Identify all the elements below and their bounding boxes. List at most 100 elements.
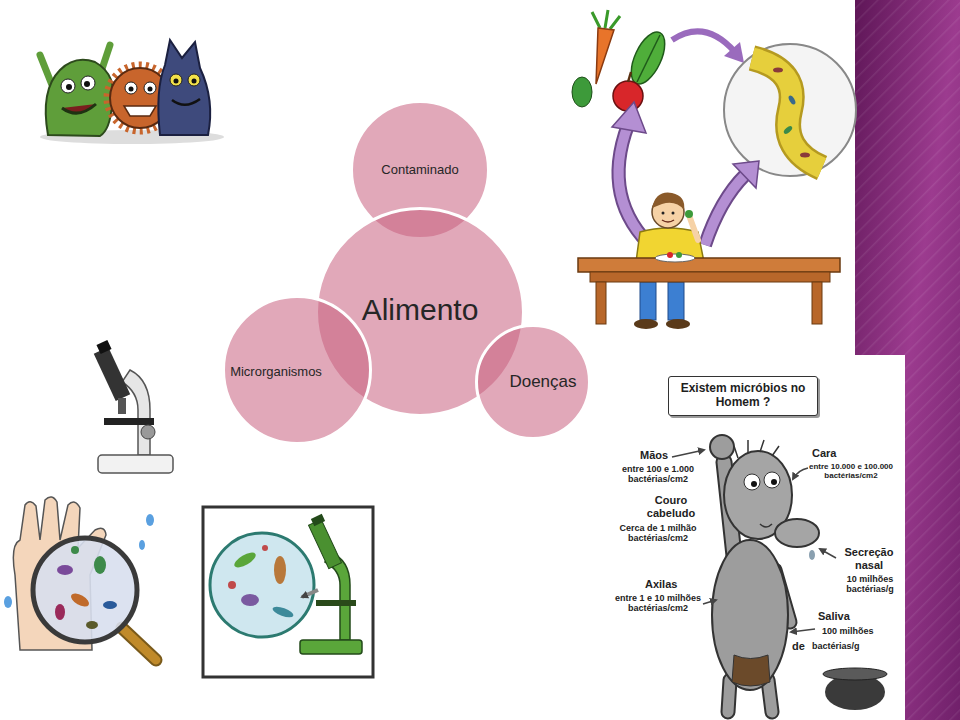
microscope-box-illustration-part bbox=[241, 594, 259, 606]
food-digestion-illustration-part bbox=[705, 175, 745, 245]
monsters-illustration-part bbox=[172, 99, 200, 105]
microscope-illustration-part bbox=[104, 418, 154, 425]
food-digestion-illustration-part bbox=[752, 58, 822, 168]
hand-magnifier-illustration-part bbox=[94, 556, 106, 574]
monsters-illustration-part bbox=[125, 82, 137, 94]
microscope-box-illustration-part bbox=[271, 604, 294, 619]
microscope-box-illustration-part bbox=[210, 533, 314, 637]
food-digestion-illustration-part bbox=[676, 252, 682, 258]
annotation-label: bactérias/g bbox=[812, 641, 860, 651]
microbes-on-human-panel-part bbox=[823, 668, 887, 680]
annotation-label: Axilas bbox=[645, 578, 677, 591]
annotation-label: Secreção nasal bbox=[838, 546, 900, 571]
food-digestion-illustration-part bbox=[773, 68, 783, 73]
annotation-label: 10 milhões bactérias/g bbox=[840, 574, 900, 595]
food-digestion-illustration-part bbox=[705, 175, 745, 245]
microscope-illustration bbox=[94, 340, 173, 473]
microbes-on-human-panel-part bbox=[600, 355, 905, 720]
annotation-label: Cerca de 1 milhão bactérias/cm2 bbox=[612, 523, 704, 544]
hand-magnifier-illustration bbox=[4, 497, 156, 660]
food-digestion-illustration-part bbox=[592, 10, 620, 29]
node-text: Existem micróbios no Homem ? bbox=[677, 382, 809, 410]
food-digestion-illustration-part bbox=[572, 77, 592, 107]
food-digestion-illustration-part bbox=[624, 27, 671, 89]
food-digestion-illustration-part bbox=[637, 35, 660, 82]
question-box: Existem micróbios no Homem ? bbox=[668, 376, 818, 416]
microscope-box-illustration-part bbox=[302, 590, 318, 597]
microbes-on-human-panel-part bbox=[791, 629, 815, 632]
food-digestion-illustration-part bbox=[662, 212, 665, 215]
annotation-label: entre 10.000 e 100.000 bactérias/cm2 bbox=[800, 462, 902, 480]
monsters-illustration-part bbox=[129, 87, 134, 92]
food-digestion-illustration-part bbox=[667, 252, 673, 258]
monsters-illustration-part bbox=[61, 79, 75, 93]
microbes-on-human-panel-part bbox=[712, 540, 788, 690]
circle-shape bbox=[224, 297, 371, 444]
food-digestion-illustration-part bbox=[655, 254, 695, 262]
microscope-illustration-part bbox=[98, 455, 173, 473]
food-digestion-illustration-part bbox=[800, 153, 810, 158]
microscope-box-illustration bbox=[203, 507, 373, 677]
food-digestion-illustration-part bbox=[724, 42, 744, 63]
hand-magnifier-illustration-part bbox=[57, 565, 73, 575]
microscope-illustration-part bbox=[118, 398, 126, 414]
monsters-illustration-part bbox=[192, 79, 197, 84]
hand-magnifier-illustration-part bbox=[103, 601, 117, 609]
microscope-box-illustration-part bbox=[274, 556, 286, 584]
microbes-on-human-panel-part bbox=[732, 655, 770, 686]
microscope-box-illustration-part bbox=[203, 507, 373, 677]
concept-circle: Doenças bbox=[475, 324, 591, 440]
food-digestion-illustration-part bbox=[783, 125, 794, 135]
node-text: Microrganismos bbox=[230, 365, 322, 380]
node-text: Doenças bbox=[509, 372, 576, 392]
food-digestion-illustration-part bbox=[613, 81, 643, 111]
monsters-illustration-part bbox=[144, 82, 156, 94]
food-digestion-illustration-part bbox=[752, 58, 822, 168]
microbes-on-human-panel-part bbox=[760, 524, 772, 527]
node-text: Alimento bbox=[362, 293, 479, 328]
microbes-on-human-panel-part bbox=[809, 550, 815, 560]
annotation-label: Cara bbox=[812, 447, 836, 460]
monsters-illustration-part bbox=[148, 87, 153, 92]
annotation-label: entre 100 e 1.000 bactérias/cm2 bbox=[612, 464, 704, 485]
monsters-illustration-part bbox=[66, 84, 72, 90]
microscope-illustration-part bbox=[96, 340, 111, 354]
annotation-label: Mãos bbox=[640, 449, 668, 462]
monsters-illustration-part bbox=[158, 40, 210, 135]
hand-magnifier-illustration-part bbox=[139, 540, 145, 550]
food-digestion-illustration-part bbox=[685, 210, 693, 218]
annotation-label: Couro cabeludo bbox=[640, 494, 702, 519]
microbes-on-human-panel-part bbox=[734, 440, 779, 458]
annotation-label: de bbox=[792, 640, 805, 653]
microbes-on-human-panel-part bbox=[672, 450, 704, 457]
food-digestion-illustration-part bbox=[672, 31, 735, 52]
circle-shape bbox=[477, 326, 590, 439]
monsters-illustration-part bbox=[81, 76, 95, 90]
microscope-box-illustration-part bbox=[232, 550, 258, 571]
hand-magnifier-illustration-part bbox=[33, 538, 137, 642]
microbes-on-human-panel-part bbox=[775, 519, 819, 547]
food-digestion-illustration-part bbox=[662, 220, 674, 222]
microscope-illustration-part bbox=[94, 347, 130, 401]
hand-magnifier-illustration-part bbox=[146, 514, 154, 526]
microscope-box-illustration-part bbox=[262, 545, 268, 551]
microscope-box-illustration-part bbox=[311, 514, 325, 526]
food-digestion-illustration-part bbox=[724, 44, 856, 176]
hand-magnifier-illustration-part bbox=[69, 591, 91, 610]
microbes-on-human-panel-part bbox=[744, 474, 760, 490]
food-digestion-illustration-part bbox=[668, 282, 684, 320]
food-digestion-illustration-part bbox=[690, 218, 698, 240]
food-digestion-illustration-part bbox=[578, 258, 840, 272]
concept-circle: Microrganismos bbox=[222, 295, 372, 445]
microbes-on-human-panel-part bbox=[771, 479, 777, 485]
food-digestion-illustration-part bbox=[596, 28, 614, 84]
microscope-illustration-part bbox=[122, 370, 150, 455]
monsters-illustration-part bbox=[170, 74, 182, 86]
food-digestion-illustration-part bbox=[590, 272, 830, 282]
annotation-label: entre 1 e 10 milhões bactérias/cm2 bbox=[608, 593, 708, 614]
microscope-illustration-part bbox=[141, 425, 155, 439]
food-digestion-illustration-part bbox=[666, 319, 690, 329]
food-digestion-illustration-part bbox=[672, 212, 675, 215]
monsters-illustration-part bbox=[84, 81, 90, 87]
food-digestion-illustration-part bbox=[787, 94, 796, 105]
